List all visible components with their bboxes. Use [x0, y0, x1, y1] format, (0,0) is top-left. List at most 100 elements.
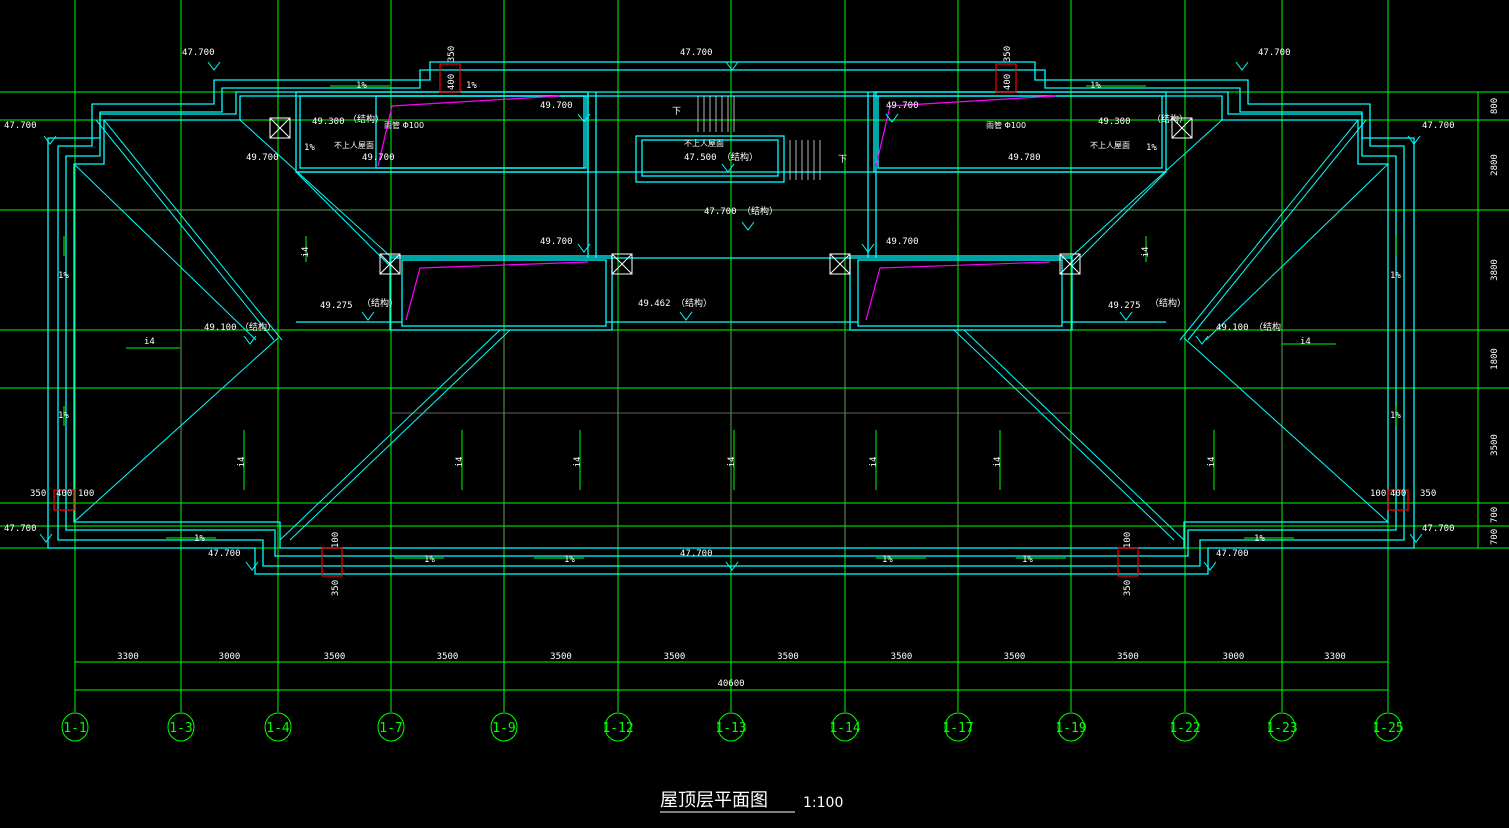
span-dimension: 3000: [219, 652, 241, 662]
elevation-mid: 49.275: [1108, 301, 1141, 311]
dim-note: 400: [56, 489, 72, 499]
elevation-roof: 49.700: [540, 237, 573, 247]
axis-bubble-1-17: [944, 712, 972, 742]
slope-note: 1%: [1022, 555, 1033, 565]
axis-label: 1-14: [829, 721, 860, 736]
slope-note: 1%: [882, 555, 893, 565]
drawing-title: 屋顶层平面图: [660, 790, 768, 811]
small-dim: 350: [447, 46, 457, 62]
elevation-small: 49.300: [312, 117, 345, 127]
axis-label: 1-7: [379, 721, 402, 736]
small-dim: 400: [447, 74, 457, 90]
slope-note-vertical: i4: [237, 457, 247, 468]
right-dimension: 700: [1490, 507, 1500, 523]
elevation-markers: [39, 61, 1423, 571]
axis-label: 1-13: [715, 721, 746, 736]
slope-note-vertical: i4: [727, 457, 737, 468]
axis-bubble-1-14: [831, 712, 859, 742]
stair-hatch: [697, 96, 821, 180]
slope-note: 1%: [1390, 271, 1401, 281]
right-dimension: 2800: [1490, 154, 1500, 176]
slope-note: i4: [144, 337, 155, 347]
right-dimension: 800: [1490, 98, 1500, 114]
stair-down-note: 下: [672, 107, 681, 117]
dimension-lines: [74, 92, 1479, 712]
slope-note: 1%: [1254, 534, 1265, 544]
axis-label: 1-4: [266, 721, 290, 736]
span-dimension: 3500: [550, 652, 572, 662]
elevation-roof: 49.700: [886, 237, 919, 247]
slope-note: 1%: [58, 271, 69, 281]
slope-note-vertical: i4: [993, 457, 1003, 468]
slope-note-vertical: i4: [1207, 457, 1217, 468]
elevation-roof: 49.700: [246, 153, 279, 163]
slope-note-vertical: i4: [1141, 247, 1151, 258]
axis-bubble-1-22: [1171, 712, 1199, 742]
span-dimension: 3500: [437, 652, 459, 662]
elevation-bottom: 47.700: [680, 549, 713, 559]
elevation-parapet: 47.700: [4, 524, 37, 534]
structure-label: （结构）: [362, 297, 398, 309]
elevation-center: 49.462: [638, 299, 671, 309]
axis-bubble-1-1: [61, 712, 89, 742]
dim-note: 400: [1390, 489, 1406, 499]
slope-note: 1%: [356, 81, 367, 91]
structure-label: （结构）: [1150, 297, 1186, 309]
right-dimension: 3500: [1490, 434, 1500, 456]
magenta-lines: [377, 95, 1057, 321]
dim-note: 100: [1370, 489, 1386, 499]
no-access-note: 不上人屋面: [684, 139, 724, 148]
structure-label: （结构）: [348, 113, 384, 125]
stair-down-note: 下: [838, 155, 847, 165]
dim-note: 350: [1420, 489, 1436, 499]
structure-label: （结构: [1254, 321, 1281, 333]
slope-note: 1%: [58, 411, 69, 421]
axis-label: 1-12: [602, 721, 633, 736]
elevation-parapet: 47.700: [680, 48, 713, 58]
span-dimension: 3500: [324, 652, 346, 662]
no-access-note: 不上人屋面: [1090, 141, 1130, 150]
span-dimension: 3500: [664, 652, 686, 662]
elevation-roof: 49.700: [886, 101, 919, 111]
slope-arrows: [63, 85, 1397, 559]
axis-label: 1-3: [169, 721, 192, 736]
slope-note: 1%: [424, 555, 435, 565]
slope-note: 1%: [466, 81, 477, 91]
elevation-roof: 49.700: [540, 101, 573, 111]
axis-bubble-1-12: [604, 712, 632, 742]
pipe-note: 雨管 Φ100: [384, 120, 424, 130]
slope-note-vertical: i4: [573, 457, 583, 468]
roof-outline: [47, 61, 1415, 575]
slope-note-vertical: i4: [455, 457, 465, 468]
span-dimension: 3300: [117, 652, 139, 662]
slope-note-vertical: i4: [869, 457, 879, 468]
structure-label: （结构）: [742, 205, 778, 217]
no-access-note: 不上人屋面: [334, 141, 374, 150]
small-dim: 100: [1123, 532, 1133, 548]
structure-label: （结构）: [1152, 113, 1188, 125]
axis-bubble-1-23: [1268, 712, 1296, 742]
right-dimension: 3800: [1490, 259, 1500, 281]
elevation-roof: 49.780: [1008, 153, 1041, 163]
span-dimension: 3500: [891, 652, 913, 662]
small-dim: 350: [331, 580, 341, 596]
axis-label: 1-25: [1372, 721, 1403, 736]
axis-bubble-1-13: [717, 712, 745, 742]
elevation-parapet: 47.700: [1422, 121, 1455, 131]
span-dimension: 3500: [1004, 652, 1026, 662]
structure-label: （结构）: [240, 321, 276, 333]
right-dimension: 700: [1490, 529, 1500, 545]
elevation-center-low: 47.700: [704, 207, 737, 217]
hip-lines: [73, 119, 1389, 541]
axis-bubble-1-9: [490, 712, 518, 742]
axis-label: 1-19: [1055, 721, 1086, 736]
structure-label: （结构）: [722, 151, 758, 163]
core-structures: [295, 91, 1167, 331]
elevation-parapet: 47.700: [182, 48, 215, 58]
slope-note: i4: [1300, 337, 1311, 347]
elevation-stair: 47.500: [684, 153, 717, 163]
small-dim: 350: [1123, 580, 1133, 596]
elevation-parapet: 47.700: [1422, 524, 1455, 534]
dim-note: 350: [30, 489, 46, 499]
